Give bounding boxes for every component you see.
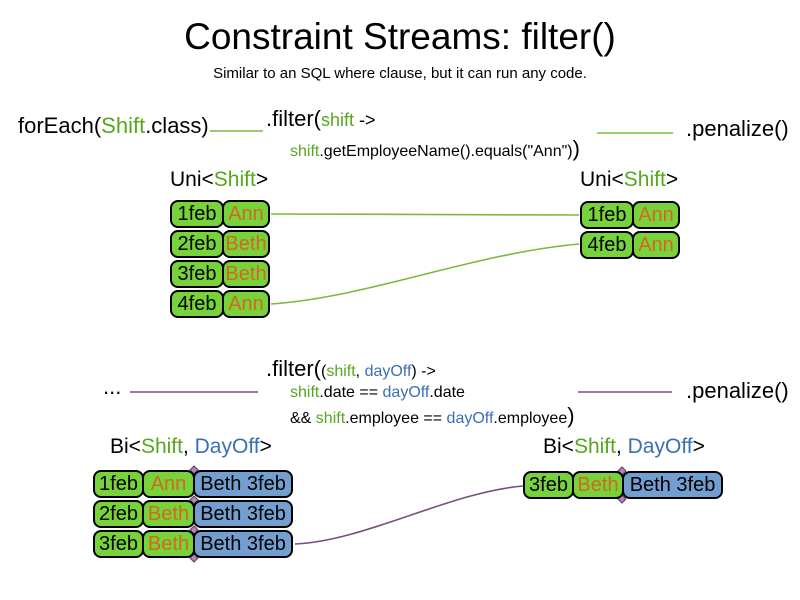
code-segment: .penalize() <box>686 378 789 403</box>
code-segment-shift-var: shift <box>326 363 356 380</box>
type-segment: > <box>692 435 705 458</box>
shift-date-cell: 3feb <box>523 471 574 499</box>
shift-name-cell: Ann <box>142 470 195 498</box>
code-segment: ) -> <box>411 363 436 380</box>
code-segment-shift-class: Shift <box>101 113 146 138</box>
penalize1-code: .penalize() <box>686 116 789 142</box>
code-segment: -> <box>354 110 376 130</box>
type-segment-shift: Shift <box>573 435 616 458</box>
shift-date-cell: 4feb <box>580 231 634 259</box>
shift-name-cell: Beth <box>222 260 270 288</box>
type-segment: > <box>259 435 272 458</box>
foreach-code: forEach( Shift .class) <box>18 113 209 139</box>
connector-3feb-beth-pair <box>294 485 524 545</box>
code-segment-dayoff-var: dayOff <box>446 410 494 427</box>
type-segment: , <box>615 435 628 458</box>
dayoff-cell: Beth 3feb <box>193 470 293 498</box>
penalize2-code: .penalize() <box>686 378 789 404</box>
code-segment: .class) <box>145 113 209 138</box>
bi-right-header: Bi< Shift , DayOff > <box>543 435 705 459</box>
code-segment-shift-var: shift <box>290 143 320 160</box>
type-segment: > <box>255 168 269 191</box>
code-segment: .filter( <box>266 106 321 131</box>
shift-name-cell: Beth <box>222 230 270 258</box>
shift-name-cell: Ann <box>222 290 270 318</box>
code-segment: .date <box>429 384 465 401</box>
dayoff-cell: Beth 3feb <box>193 500 293 528</box>
code-segment: && <box>290 410 316 427</box>
shift-name-cell: Ann <box>632 201 680 229</box>
shift-date-cell: 3feb <box>170 260 224 288</box>
code-segment: .employee == <box>345 410 447 427</box>
code-segment: ) <box>567 403 575 428</box>
shift-date-cell: 1feb <box>580 201 634 229</box>
shift-name-cell: Beth <box>572 471 624 499</box>
shift-date-cell: 1feb <box>170 200 224 228</box>
code-segment: .date == <box>319 384 383 401</box>
code-segment: ( <box>321 363 327 380</box>
shift-date-cell: 3feb <box>93 530 144 558</box>
shift-name-cell: Beth <box>142 530 195 558</box>
page-subtitle: Similar to an SQL where clause, but it c… <box>213 65 587 82</box>
code-segment: forEach( <box>18 113 102 138</box>
shift-date-cell: 2feb <box>170 230 224 258</box>
filter2-code-line2: shift .date == dayOff .date <box>290 384 465 402</box>
type-segment: Uni< <box>170 168 214 191</box>
shift-name-cell: Ann <box>222 200 270 228</box>
type-segment: , <box>182 435 195 458</box>
dayoff-cell: Beth 3feb <box>193 530 293 558</box>
filter1-code-line2: shift .getEmployeeName().equals("Ann") ) <box>290 136 580 162</box>
code-segment: .penalize() <box>686 116 789 141</box>
type-segment-dayoff: DayOff <box>627 435 693 458</box>
code-segment: .getEmployeeName().equals("Ann") <box>319 143 573 160</box>
dayoff-cell: Beth 3feb <box>622 471 723 499</box>
shift-date-cell: 1feb <box>93 470 144 498</box>
code-segment: ... <box>103 374 122 399</box>
code-segment-dayoff-var: dayOff <box>364 363 412 380</box>
connector-4feb-ann <box>270 243 580 305</box>
code-segment: .employee <box>493 410 568 427</box>
connector-1feb-ann <box>270 213 580 216</box>
type-segment-dayoff: DayOff <box>194 435 260 458</box>
code-segment-shift-var: shift <box>290 384 320 401</box>
source-dots: ... <box>103 374 121 400</box>
type-segment: Bi< <box>543 435 574 458</box>
uni-left-header: Uni< Shift > <box>170 168 268 192</box>
filter1-code-line1: .filter( shift -> <box>266 106 376 132</box>
filter2-code-line3: && shift .employee == dayOff .employee ) <box>290 403 575 429</box>
type-segment-shift: Shift <box>623 168 666 191</box>
code-segment-shift-var: shift <box>321 110 355 130</box>
code-segment: ) <box>572 136 580 161</box>
code-segment-dayoff-var: dayOff <box>382 384 430 401</box>
shift-date-cell: 4feb <box>170 290 224 318</box>
code-segment-shift-var: shift <box>315 410 346 427</box>
filter2-code-line1: .filter( ( shift , dayOff ) -> <box>266 356 436 382</box>
code-segment: , <box>355 363 365 380</box>
type-segment-shift: Shift <box>213 168 256 191</box>
type-segment: Bi< <box>110 435 141 458</box>
page-title: Constraint Streams: filter() <box>184 16 616 57</box>
type-segment: Uni< <box>580 168 624 191</box>
shift-name-cell: Ann <box>632 231 680 259</box>
type-segment: > <box>665 168 679 191</box>
type-segment-shift: Shift <box>140 435 183 458</box>
shift-date-cell: 2feb <box>93 500 144 528</box>
shift-name-cell: Beth <box>142 500 195 528</box>
bi-left-header: Bi< Shift , DayOff > <box>110 435 272 459</box>
uni-right-header: Uni< Shift > <box>580 168 678 192</box>
code-segment: .filter( <box>266 356 321 381</box>
